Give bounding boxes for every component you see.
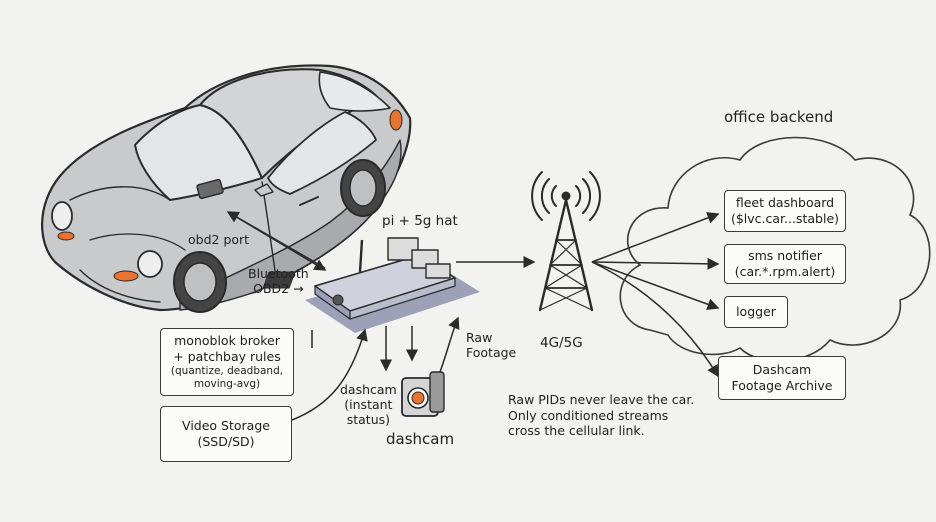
cell-tower-icon [531, 171, 601, 312]
broker-box: monoblok broker + patchbay rules (quanti… [160, 328, 294, 396]
pi-board-illustration [262, 237, 480, 333]
dashcam-label: dashcam [386, 430, 455, 448]
bluetooth-obd2-label: Bluetooth OBD2 → [248, 266, 309, 296]
network-label: 4G/5G [540, 335, 583, 351]
flow-arrows [226, 211, 720, 421]
dashcam-illustration [401, 371, 445, 417]
logger-box: logger [724, 296, 788, 328]
dashcam-status-label: dashcam (instant status) [340, 382, 397, 427]
video-storage-box: Video Storage (SSD/SD) [160, 406, 292, 462]
car-illustration [41, 64, 412, 313]
fleet-dashboard-box: fleet dashboard ($lvc.car...stable) [724, 190, 846, 232]
raw-footage-label: Raw Footage [466, 330, 517, 360]
obd2-port-label: obd2 port [188, 232, 250, 247]
privacy-note: Raw PIDs never leave the car. Only condi… [508, 392, 695, 439]
office-backend-label: office backend [724, 108, 834, 126]
pi-hat-label: pi + 5g hat [382, 213, 458, 229]
sms-notifier-box: sms notifier (car.*.rpm.alert) [724, 244, 846, 284]
dashcam-archive-box: Dashcam Footage Archive [718, 356, 846, 400]
